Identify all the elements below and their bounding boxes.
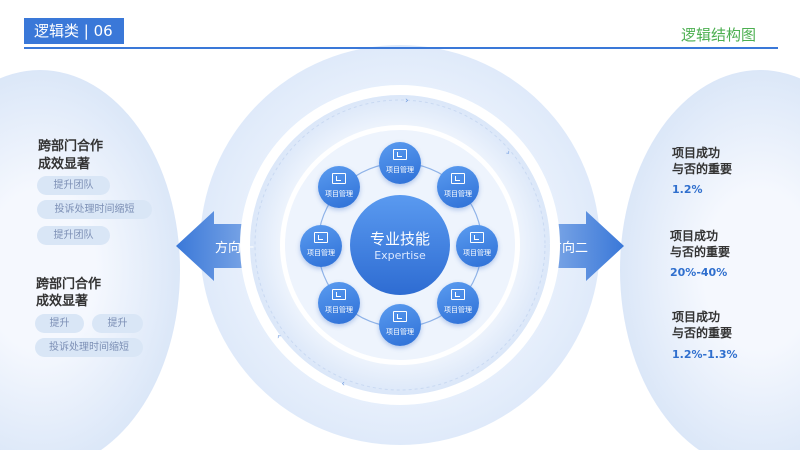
- right-item1-value: 1.2%: [672, 183, 703, 196]
- right-item3-value: 1.2%-1.3%: [672, 348, 738, 361]
- left-side-panel: [0, 70, 180, 450]
- monitor-icon: [314, 232, 328, 243]
- left-block1-title-2: 成效显著: [38, 157, 91, 172]
- page-title: 逻辑结构图: [680, 26, 756, 44]
- center-subtitle: Expertise: [374, 249, 426, 262]
- left-block1-title-1: 跨部门合作: [38, 139, 104, 154]
- monitor-icon: [451, 173, 465, 184]
- right-item3-line2: 与否的重要: [672, 326, 733, 340]
- svg-text:›: ›: [503, 149, 513, 158]
- right-item2-value: 20%-40%: [670, 266, 728, 279]
- node-top[interactable]: 项目管理: [379, 142, 421, 184]
- svg-text:›: ›: [405, 96, 409, 106]
- left-block2-pill-1[interactable]: 提升: [35, 314, 84, 333]
- monitor-icon: [393, 149, 407, 160]
- node-bottom-left[interactable]: 项目管理: [318, 282, 360, 324]
- node-bottom[interactable]: 项目管理: [379, 304, 421, 346]
- right-item1-line2: 与否的重要: [672, 162, 733, 176]
- monitor-icon: [393, 311, 407, 322]
- right-arrow-label: 方向二: [549, 241, 589, 256]
- left-block2-title-1: 跨部门合作: [36, 277, 102, 292]
- left-block1-pill-3[interactable]: 提升团队: [37, 226, 110, 245]
- monitor-icon: [332, 173, 346, 184]
- svg-text:›: ›: [274, 331, 284, 340]
- left-block2-pill-3[interactable]: 投诉处理时间缩短: [35, 338, 143, 357]
- node-top-right[interactable]: 项目管理: [437, 166, 479, 208]
- center-title: 专业技能: [369, 230, 430, 248]
- header-tag: 逻辑类 | 06: [24, 18, 124, 44]
- left-arrow-label: 方向一: [215, 241, 255, 256]
- left-block1-pill-2[interactable]: 投诉处理时间缩短: [37, 200, 152, 219]
- svg-text:›: ›: [341, 378, 345, 388]
- right-item2-line2: 与否的重要: [670, 245, 731, 259]
- left-block1-pill-1[interactable]: 提升团队: [37, 176, 110, 195]
- node-left[interactable]: 项目管理: [300, 225, 342, 267]
- monitor-icon: [470, 232, 484, 243]
- node-bottom-right[interactable]: 项目管理: [437, 282, 479, 324]
- node-right[interactable]: 项目管理: [456, 225, 498, 267]
- left-block2-title-2: 成效显著: [36, 294, 89, 309]
- left-block2-pill-2[interactable]: 提升: [92, 314, 143, 333]
- monitor-icon: [332, 289, 346, 300]
- right-item1-line1: 项目成功: [672, 146, 721, 160]
- right-side-panel: [620, 70, 800, 450]
- right-item3-line1: 项目成功: [672, 310, 721, 324]
- header-divider: [24, 47, 778, 49]
- right-item2-line1: 项目成功: [670, 229, 719, 243]
- center-circle: [350, 195, 450, 295]
- node-top-left[interactable]: 项目管理: [318, 166, 360, 208]
- dashed-ring: [254, 99, 546, 391]
- monitor-icon: [451, 289, 465, 300]
